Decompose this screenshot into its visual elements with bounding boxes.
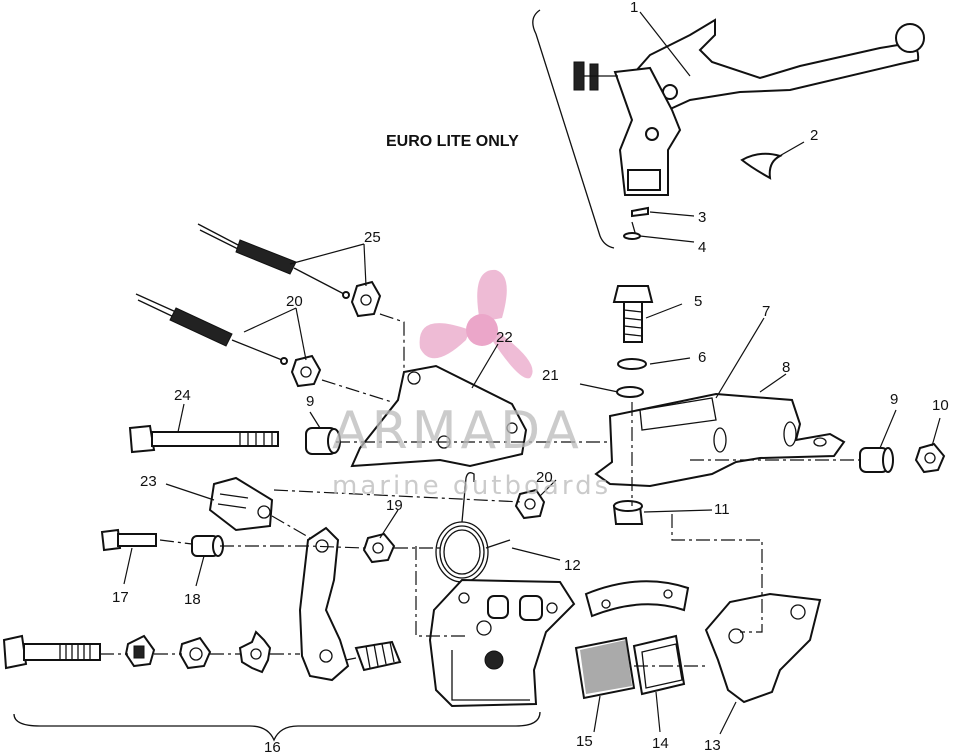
actuating-arm [298,526,350,682]
callout: 7 [762,303,770,320]
callout: 13 [704,737,721,754]
nut-10 [914,442,946,474]
bushing-18 [191,535,224,557]
brake-pad-14 [632,634,686,696]
main-bracket [594,392,846,488]
callout: 17 [112,589,129,606]
callout: 3 [698,209,706,226]
nut-11 [612,500,644,525]
spacer-9-left [305,427,341,455]
callout: 12 [564,557,581,574]
brace-16 [13,711,541,742]
spacer-9-right [859,447,894,473]
callout: 20 [536,469,553,486]
watermark-brand: ARMADA [332,401,583,461]
cable-bracket [350,364,528,468]
callout: 25 [364,229,381,246]
callout: 11 [714,501,730,518]
nut-20-upper [290,354,322,388]
callout: 18 [184,591,201,608]
callout: 10 [932,397,949,414]
callout: 9 [306,393,314,410]
caliper-body [428,578,576,708]
caliper-plate-13 [704,592,822,704]
nut-25 [350,280,382,318]
callout: 20 [286,293,303,310]
center-lines [100,313,860,667]
callout: 1 [630,0,638,16]
pad-retainer [584,580,690,618]
callout: 6 [698,349,706,366]
callout: 4 [698,239,706,256]
callout: 2 [810,127,818,144]
callout: 9 [890,391,898,408]
washer-6 [617,358,647,370]
callout: 24 [174,387,191,404]
leader-lines [123,11,941,735]
brake-cables [135,223,350,365]
nut-19 [362,532,396,564]
callout: 22 [496,329,513,346]
propeller-logo [419,269,533,379]
callout: 5 [694,293,702,310]
callout-numbers: 1 2 3 4 5 6 7 8 9 9 10 11 12 13 14 15 16… [112,0,949,755]
callout: 19 [386,497,403,514]
spring-12 [435,472,511,583]
callout: 23 [140,473,157,490]
callout: 14 [652,735,669,752]
clevis-23 [208,476,274,532]
nut-20-lower [514,488,546,520]
callout: 15 [576,733,593,750]
euro-lite-inset [532,9,925,249]
callout: 21 [542,367,559,384]
euro-lite-note: EURO LITE ONLY [386,133,519,150]
brake-pad-15 [574,636,636,700]
callout: 8 [782,359,790,376]
washer-21 [616,386,644,398]
bolt-5 [612,285,654,343]
watermark-tagline: marine outboards [332,471,611,501]
bottom-bolt-assembly [2,630,402,674]
callout: 16 [264,739,281,755]
bolt-24 [128,424,279,454]
bolt-17 [100,528,157,552]
